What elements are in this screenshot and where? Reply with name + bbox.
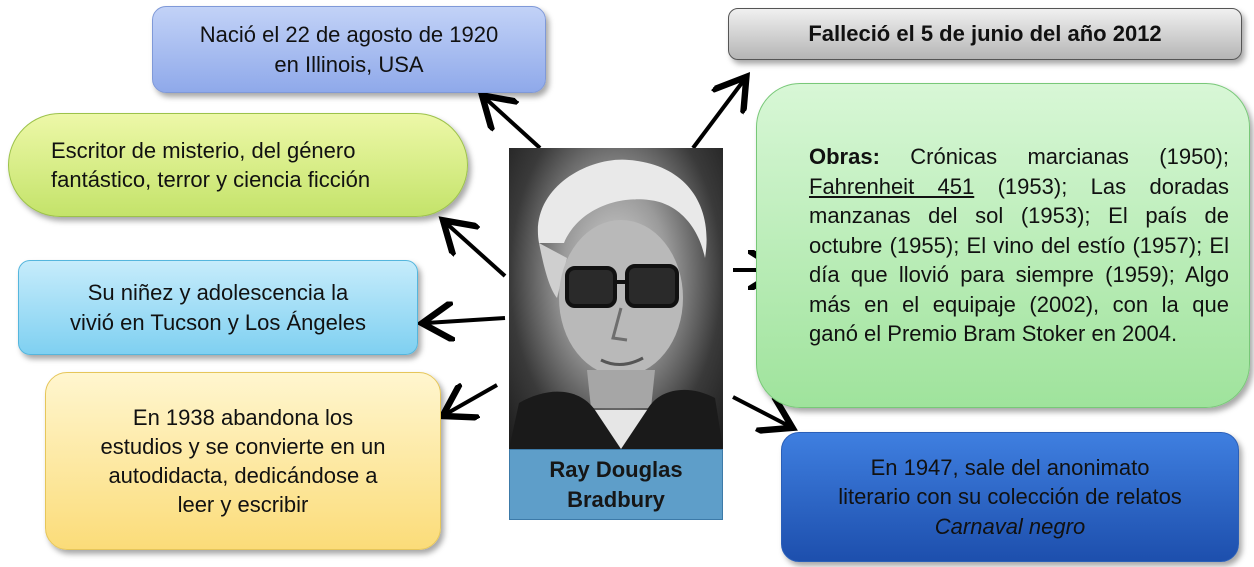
arrow-to-genre xyxy=(446,223,507,278)
death-box: Falleció el 5 de junio del año 2012 xyxy=(728,8,1242,60)
arrow-to-studies xyxy=(446,385,498,414)
childhood-line-2: vivió en Tucson y Los Ángeles xyxy=(70,309,366,335)
portrait-photo xyxy=(509,148,723,449)
works-text-after: (1953); Las doradas manzanas del sol (19… xyxy=(809,173,1229,347)
works-text: Obras: Crónicas marcianas (1950); Fahren… xyxy=(809,142,1229,348)
debut-line-2: literario con su colección de relatos xyxy=(838,484,1182,510)
birth-box: Nació el 22 de agosto de 1920 en Illinoi… xyxy=(152,6,546,93)
genre-line-2: fantástico, terror y ciencia ficción xyxy=(51,167,371,192)
arrow-to-childhood xyxy=(426,318,506,323)
name-plate: Ray Douglas Bradbury xyxy=(509,449,723,520)
name-line-1: Ray Douglas xyxy=(549,457,683,483)
works-fahrenheit: Fahrenheit 451 xyxy=(809,173,975,199)
name-line-2: Bradbury xyxy=(567,486,665,512)
birth-line-1: Nació el 22 de agosto de 1920 xyxy=(199,22,499,48)
studies-box: En 1938 abandona los estudios y se convi… xyxy=(45,372,441,550)
works-label: Obras: xyxy=(809,144,880,170)
debut-title: Carnaval negro xyxy=(934,513,1086,539)
arrow-to-birth xyxy=(485,98,542,150)
childhood-box: Su niñez y adolescencia la vivió en Tucs… xyxy=(18,260,418,355)
studies-line-1: En 1938 abandona los xyxy=(132,404,354,430)
studies-line-3: autodidacta, dedicándose a xyxy=(108,463,378,488)
genre-line-1: Escritor de misterio, del género xyxy=(51,137,356,163)
debut-box: En 1947, sale del anonimato literario co… xyxy=(781,432,1239,562)
studies-line-2: estudios y se convierte en un xyxy=(100,433,386,459)
debut-line-1: En 1947, sale del anonimato xyxy=(870,455,1150,481)
works-text-before: Crónicas marcianas (1950); xyxy=(879,144,1229,170)
works-box: Obras: Crónicas marcianas (1950); Fahren… xyxy=(756,83,1250,408)
arrow-to-debut xyxy=(732,395,789,426)
arrow-to-death xyxy=(691,80,744,150)
death-text: Falleció el 5 de junio del año 2012 xyxy=(808,21,1162,47)
childhood-line-1: Su niñez y adolescencia la xyxy=(87,280,349,306)
birth-line-2: en Illinois, USA xyxy=(274,51,424,77)
genre-box: Escritor de misterio, del género fantást… xyxy=(8,113,468,217)
studies-line-4: leer y escribir xyxy=(177,492,309,518)
